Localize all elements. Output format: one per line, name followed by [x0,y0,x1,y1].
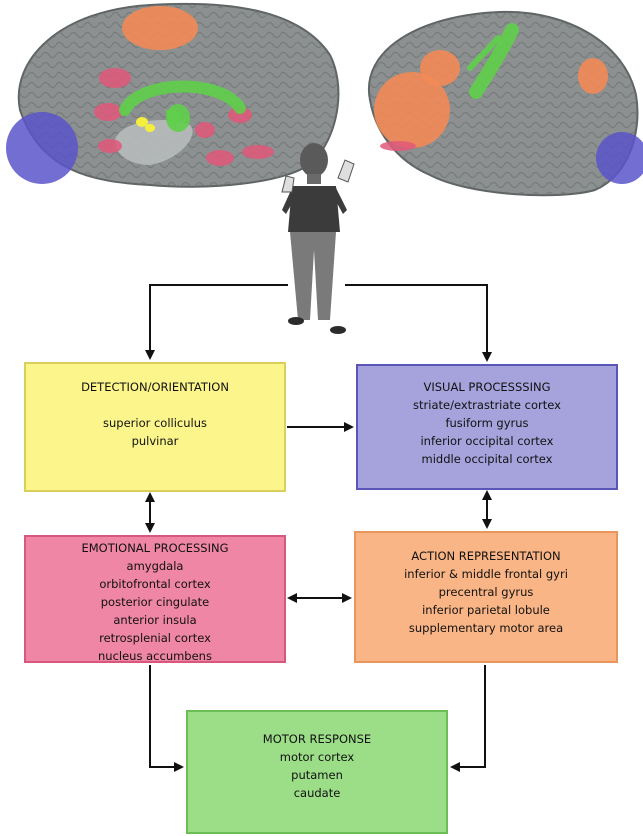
emotional-processing-box: EMOTIONAL PROCESSING amygdala orbitofron… [24,535,286,663]
emotional-title: EMOTIONAL PROCESSING [81,541,229,555]
motor-item: motor cortex [279,750,355,764]
action-item: inferior & middle frontal gyri [404,567,568,581]
motor-item: putamen [291,768,343,782]
motor-title: MOTOR RESPONSE [262,732,372,746]
arrow-action-to-motor [450,665,486,772]
visual-item: striate/extrastriate cortex [413,398,561,412]
emotional-item: amygdala [126,559,184,573]
emotional-item: posterior cingulate [100,595,210,609]
arrow-to-visual [345,284,492,362]
motor-item: caudate [293,786,341,800]
emotional-item: orbitofrontal cortex [99,577,211,591]
orange-region [122,6,198,50]
detection-item: superior colliculus [102,416,208,430]
motor-response-box: MOTOR RESPONSE motor cortex putamen caud… [186,710,448,834]
medial-brain-illustration [6,2,340,188]
visual-item: fusiform gyrus [445,416,529,430]
action-title: ACTION REPRESENTATION [411,549,561,563]
action-item: precentral gyrus [438,585,534,599]
emotional-item: anterior insula [113,613,197,627]
emotional-item: nucleus accumbens [98,649,212,663]
blue-region [6,112,78,184]
flow-arrows [145,284,492,772]
detection-item: pulvinar [131,434,179,448]
visual-item: middle occipital cortex [421,452,553,466]
visual-processing-box: VISUAL PROCESSSING striate/extrastriate … [356,364,618,490]
arrow-emotion-to-motor [149,665,184,772]
lateral-brain-illustration [367,10,643,197]
person-silhouette [281,143,355,334]
detection-orientation-box: DETECTION/ORIENTATION superior colliculu… [24,362,286,492]
detection-title: DETECTION/ORIENTATION [81,380,229,394]
visual-title: VISUAL PROCESSSING [423,380,551,394]
visual-item: inferior occipital cortex [420,434,554,448]
arrow-to-detection [145,284,288,360]
emotional-item: retrosplenial cortex [99,631,211,645]
action-representation-box: ACTION REPRESENTATION inferior & middle … [354,531,618,663]
action-item: inferior parietal lobule [422,603,550,617]
action-item: supplementary motor area [408,621,564,635]
